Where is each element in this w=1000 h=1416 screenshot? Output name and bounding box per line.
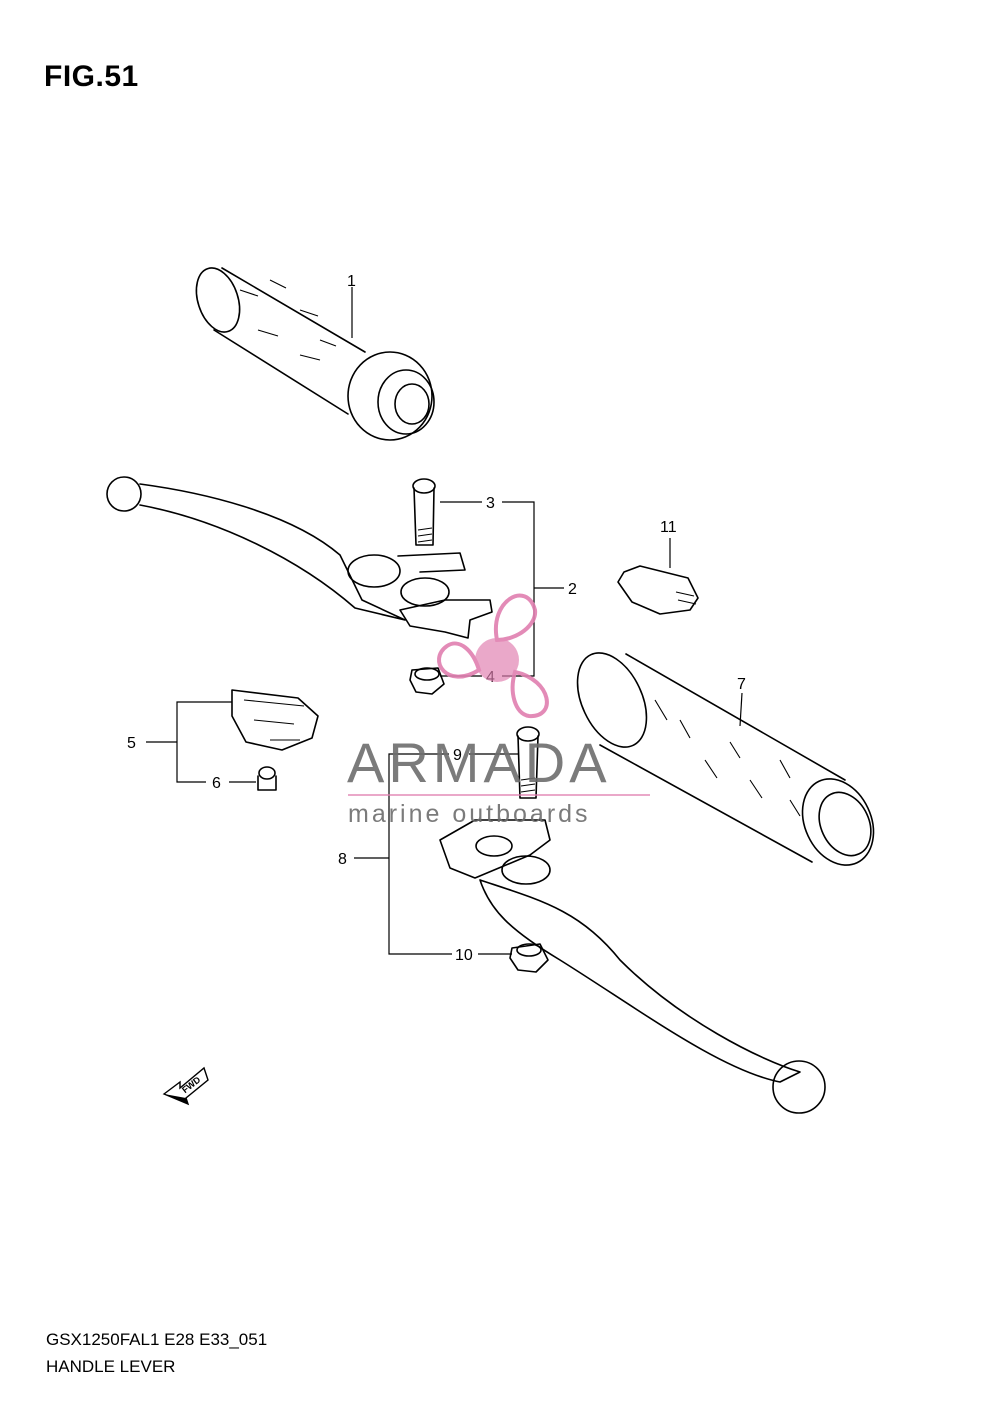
callout-11: 11	[660, 519, 677, 536]
part-2-brake-lever	[106, 476, 493, 639]
callout-5: 5	[127, 735, 136, 752]
forward-arrow-icon: FWD	[162, 1066, 209, 1106]
callout-8: 8	[338, 851, 347, 868]
callout-10: 10	[455, 947, 473, 964]
leader-lines	[146, 287, 743, 955]
part-3-pivot-bolt	[412, 478, 436, 546]
callout-7: 7	[737, 676, 746, 693]
callout-6: 6	[212, 775, 221, 792]
part-9-pivot-bolt	[516, 726, 540, 799]
watermark: ARMADA marine outboards	[347, 593, 650, 828]
watermark-brand: ARMADA	[347, 731, 611, 794]
part-5-switch	[231, 689, 319, 751]
model-code: GSX1250FAL1 E28 E33_051	[46, 1330, 268, 1349]
figure-title: FIG.51	[44, 60, 139, 93]
part-11-brake-switch	[617, 565, 699, 615]
part-1-throttle-grip	[195, 267, 435, 441]
part-6-screw	[257, 766, 277, 791]
watermark-tagline: marine outboards	[348, 800, 591, 828]
part-8-clutch-lever	[439, 819, 826, 1114]
callout-9: 9	[453, 747, 462, 764]
callout-2: 2	[568, 581, 577, 598]
propeller-logo-icon	[437, 593, 549, 719]
callout-labels: 1 2 3 4 5 6 7 8 9 10 11	[127, 273, 746, 964]
callout-3: 3	[486, 495, 495, 512]
figure-name: HANDLE LEVER	[46, 1357, 176, 1376]
part-4-nut	[409, 667, 445, 695]
part-10-nut	[509, 943, 549, 973]
part-7-grip	[576, 652, 875, 866]
callout-1: 1	[347, 273, 356, 290]
